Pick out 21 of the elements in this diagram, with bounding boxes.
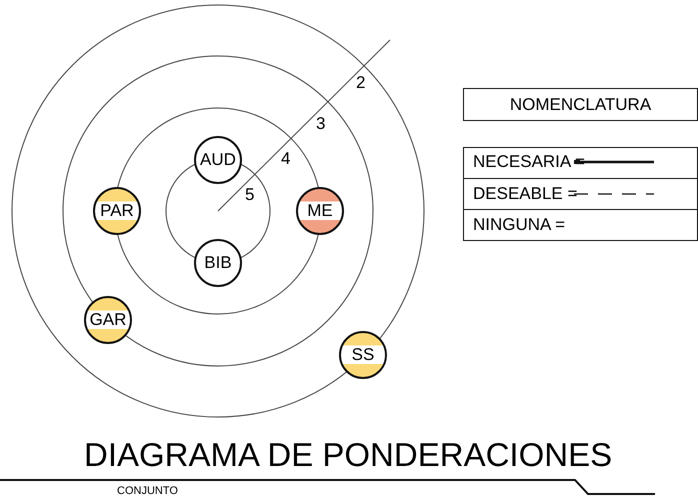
- ring-number: 5: [245, 186, 254, 204]
- diagram-caption: CONJUNTO: [117, 485, 178, 498]
- category-circle: [84, 296, 132, 344]
- node-label: SS: [350, 346, 376, 364]
- node-label: AUD: [199, 151, 237, 169]
- node-label: BIB: [203, 254, 233, 272]
- category-circle: [93, 187, 141, 235]
- category-circle: [296, 187, 344, 235]
- ring-number: 3: [316, 115, 326, 133]
- ring-number: 4: [281, 150, 290, 168]
- category-circle: [194, 239, 242, 287]
- node-label: GAR: [88, 311, 128, 329]
- legend-text: DESEABLE =: [473, 184, 578, 204]
- ring-number: 2: [356, 74, 366, 92]
- legend-header: NOMENCLATURA: [463, 88, 698, 121]
- category-circle: [194, 136, 242, 184]
- category-circle: [339, 331, 387, 379]
- legend-text: NINGUNA =: [473, 215, 566, 235]
- node-label: ME: [306, 202, 334, 220]
- diagram-title: DIAGRAMA DE PONDERACIONES: [84, 436, 612, 474]
- node-label: PAR: [99, 202, 135, 220]
